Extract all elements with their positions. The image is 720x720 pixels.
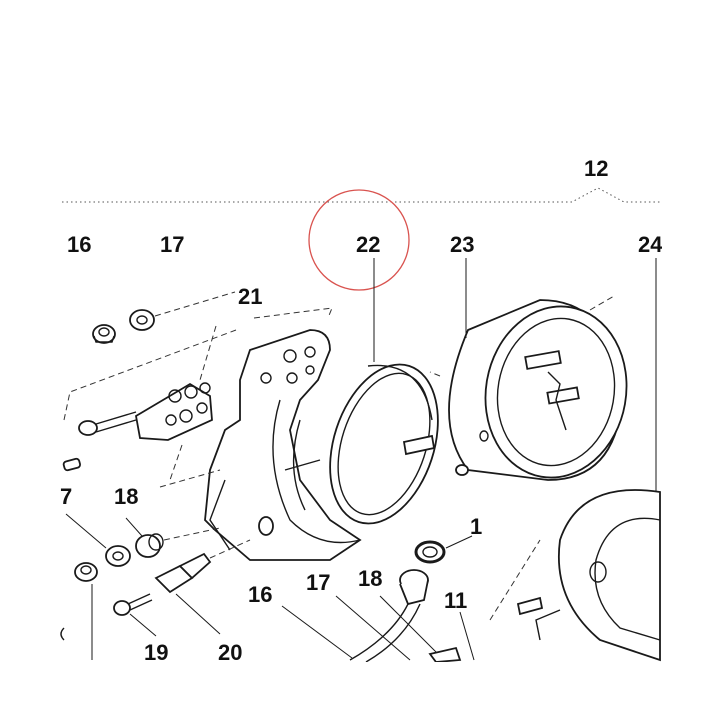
- callout-18-left: 18: [114, 484, 138, 509]
- bottom-crop: [0, 662, 720, 720]
- part-17-washer-top: [129, 309, 155, 331]
- part-16-nut-top: [92, 324, 116, 344]
- part-23-gauge: [402, 299, 628, 481]
- callout-17-top: 17: [160, 232, 184, 257]
- part-18-cable-end: [349, 569, 429, 663]
- callout-24: 24: [638, 232, 663, 257]
- callout-18-bottom: 18: [358, 566, 382, 591]
- callout-12: 12: [584, 156, 608, 181]
- callout-19: 19: [144, 640, 168, 665]
- callout-16-top: 16: [67, 232, 91, 257]
- part-20-spacer: [154, 552, 212, 594]
- callout-7: 7: [60, 484, 72, 509]
- right-crop: [662, 0, 720, 720]
- callout-17-bottom: 17: [306, 570, 330, 595]
- callout-22: 22: [356, 232, 380, 257]
- part-7-washer: [105, 545, 131, 567]
- pin-small: [62, 457, 81, 472]
- part-24-housing: [516, 489, 661, 662]
- part-16-nut-bottom: [74, 562, 98, 582]
- callout-20: 20: [218, 640, 242, 665]
- part-21-connector-block: [135, 382, 213, 441]
- highlight-circle-22: [308, 189, 410, 291]
- callout-21: 21: [238, 284, 262, 309]
- part-22-ring: [329, 363, 439, 525]
- part-19-screw: [113, 593, 153, 616]
- callout-11: 11: [444, 588, 467, 613]
- group-12-bracket: [62, 187, 660, 203]
- callout-1: 1: [470, 514, 482, 539]
- part-21-housing: [204, 329, 362, 561]
- part-18-grommet-left: [135, 533, 164, 558]
- callout-23: 23: [450, 232, 474, 257]
- callout-16-bottom: 16: [248, 582, 272, 607]
- screw-left: [78, 411, 137, 436]
- part-1-o-ring: [414, 540, 446, 564]
